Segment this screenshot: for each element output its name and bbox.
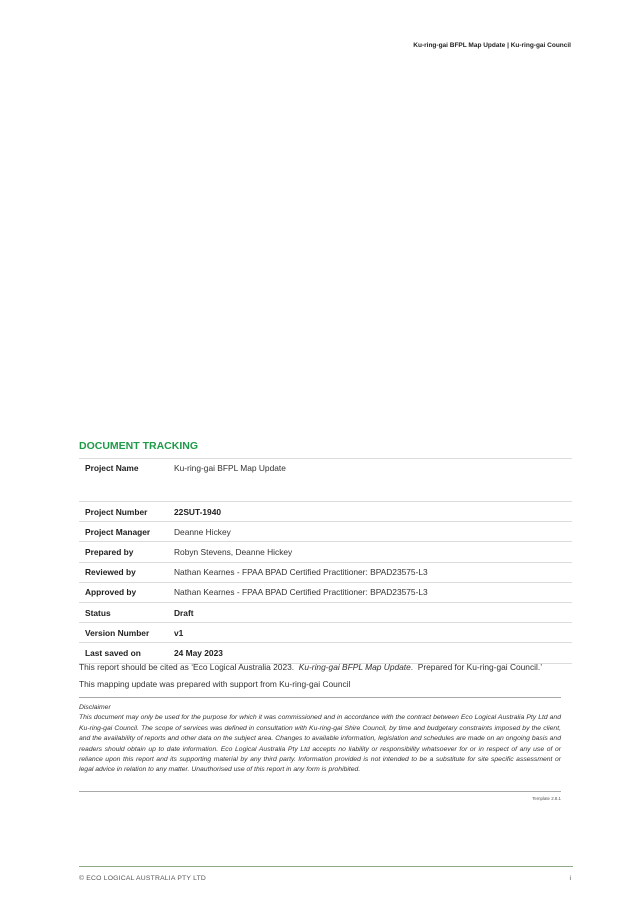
citation-prefix: This report should be cited as ‘Eco Logi… [79,662,299,672]
table-row-spacer [79,483,572,502]
row-label: Status [79,601,168,623]
row-value: 22SUT-1940 [168,500,572,522]
row-value: Draft [168,601,572,623]
row-value: Ku-ring-gai BFPL Map Update [168,458,572,483]
row-value: v1 [168,622,572,643]
row-label: Project Number [79,500,168,522]
row-label: Project Manager [79,521,168,542]
row-value: Nathan Kearnes - FPAA BPAD Certified Pra… [168,581,572,603]
row-label: Approved by [79,581,168,603]
support-note: This mapping update was prepared with su… [79,679,351,689]
document-tracking-table: Project Name Ku-ring-gai BFPL Map Update… [79,458,572,664]
row-value: 24 May 2023 [168,642,572,664]
citation-title: Ku-ring-gai BFPL Map Update [298,662,411,672]
footer-rule [79,866,573,867]
table-row: Project Manager Deanne Hickey [79,521,572,542]
row-label: Version Number [79,622,168,643]
disclaimer-heading: Disclaimer [79,704,111,711]
citation-note: This report should be cited as ‘Eco Logi… [79,662,542,672]
table-row: Prepared by Robyn Stevens, Deanne Hickey [79,541,572,563]
table-row: Approved by Nathan Kearnes - FPAA BPAD C… [79,581,572,603]
document-tracking-title: DOCUMENT TRACKING [79,440,198,452]
table-row: Version Number v1 [79,622,572,643]
row-value: Robyn Stevens, Deanne Hickey [168,541,572,563]
disclaimer-block: Disclaimer This document may only be use… [79,703,561,776]
row-value: Nathan Kearnes - FPAA BPAD Certified Pra… [168,561,572,583]
footer-copyright: © ECO LOGICAL AUSTRALIA PTY LTD [79,875,207,882]
row-label: Reviewed by [79,561,168,583]
running-header: Ku-ring-gai BFPL Map Update | Ku-ring-ga… [413,42,571,49]
citation-suffix: . Prepared for Ku-ring-gai Council.’ [410,662,543,672]
table-row: Project Number 22SUT-1940 [79,500,572,522]
table-row: Project Name Ku-ring-gai BFPL Map Update [79,458,572,483]
row-label: Last saved on [79,642,168,664]
disclaimer-top-rule [79,697,561,698]
template-version: Template 2.8.1 [532,796,561,801]
disclaimer-bottom-rule [79,791,561,792]
table-row: Status Draft [79,601,572,623]
table-row: Last saved on 24 May 2023 [79,642,572,664]
table-row: Reviewed by Nathan Kearnes - FPAA BPAD C… [79,561,572,583]
row-label: Project Name [79,458,168,483]
row-label: Prepared by [79,541,168,563]
disclaimer-text: This document may only be used for the p… [79,714,561,774]
page-number: i [569,875,571,882]
row-value: Deanne Hickey [168,521,572,542]
